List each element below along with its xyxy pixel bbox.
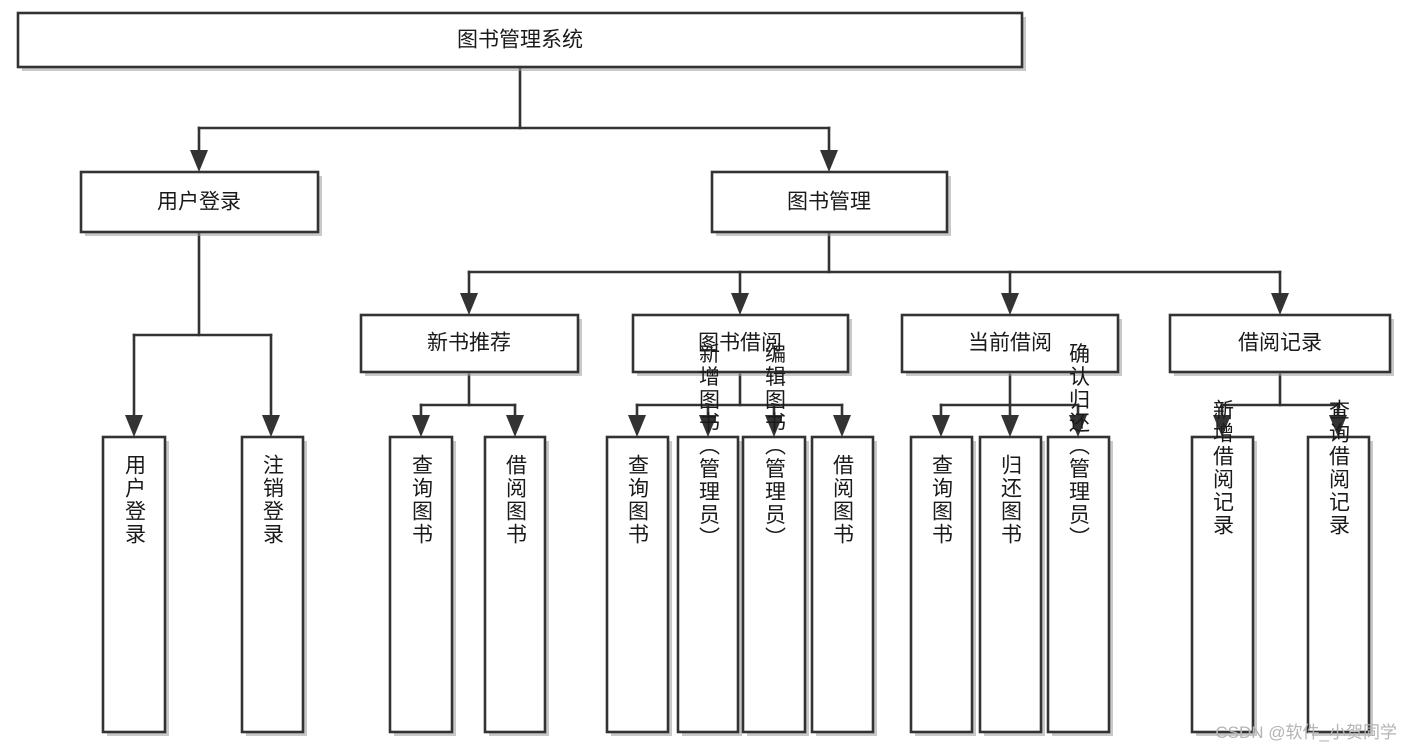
node-leaf-query-record-box: [1306, 435, 1371, 734]
node-root-label: 图书管理系统: [457, 29, 583, 52]
node-leaf-edit-book-box: [741, 435, 807, 734]
node-leaf-add-book-box: [676, 435, 740, 734]
arrowhead-book-borrow: [731, 293, 749, 315]
arrowhead-leaf-confirm-return: [1069, 415, 1087, 437]
node-current-borrow-label: 当前借阅: [968, 332, 1052, 355]
node-leaf-confirm-return[interactable]: 确认归还（管理员）: [1046, 343, 1113, 737]
node-leaf-borrow-book-2-label: 借阅图书: [831, 454, 855, 546]
node-book-borrow-box: [631, 313, 850, 374]
node-user-login-box: [79, 170, 320, 234]
node-leaf-borrow-book-1-box: [483, 435, 547, 734]
node-book-manage-box: [710, 170, 949, 234]
node-leaf-confirm-return-box: [1046, 435, 1111, 734]
node-leaf-query-record-label: 查询借阅记录: [1327, 399, 1351, 537]
node-borrow-record-label: 借阅记录: [1238, 332, 1322, 355]
node-leaf-logout-label: 注销登录: [261, 454, 285, 546]
edge-layer: [125, 65, 1347, 437]
node-leaf-add-record-label: 新增借阅记录: [1211, 399, 1235, 537]
node-leaf-edit-book[interactable]: 编辑图书（管理员）: [741, 343, 809, 737]
node-leaf-query-book-2-box: [605, 435, 670, 734]
node-book-manage[interactable]: 图书管理: [710, 170, 951, 236]
arrowhead-current-borrow: [1001, 293, 1019, 315]
node-leaf-query-book-2-label: 查询图书: [626, 454, 650, 546]
node-leaf-query-book-1[interactable]: 查询图书: [388, 435, 456, 736]
arrowhead-leaf-user-login: [125, 415, 143, 437]
node-leaf-add-record[interactable]: 新增借阅记录: [1190, 399, 1257, 736]
arrowhead-leaf-add-book: [699, 415, 717, 437]
node-leaf-user-login-box: [101, 435, 167, 734]
node-leaf-borrow-book-1[interactable]: 借阅图书: [483, 435, 549, 736]
arrowhead-leaf-borrow-book-2: [833, 415, 851, 437]
arrowhead-leaf-query-book-3: [932, 415, 950, 437]
arrowhead-leaf-logout: [262, 415, 280, 437]
arrowhead-leaf-add-record: [1213, 415, 1231, 437]
node-leaf-confirm-return-label: 确认归还（管理员）: [1067, 343, 1091, 550]
node-book-manage-label: 图书管理: [787, 191, 871, 214]
arrowhead-leaf-return-book: [1001, 415, 1019, 437]
node-leaf-query-book-1-label: 查询图书: [410, 454, 434, 546]
arrowhead-leaf-query-record: [1329, 415, 1347, 437]
node-new-book-rec-label: 新书推荐: [427, 332, 511, 355]
node-borrow-record[interactable]: 借阅记录: [1168, 313, 1394, 376]
node-leaf-query-book-3-label: 查询图书: [930, 454, 954, 546]
node-leaf-return-book[interactable]: 归还图书: [978, 435, 1045, 736]
arrowhead-leaf-edit-book: [765, 415, 783, 437]
node-book-borrow[interactable]: 图书借阅: [631, 313, 852, 376]
node-leaf-borrow-book-2-box: [810, 435, 875, 734]
arrowhead-book-manage: [820, 150, 838, 172]
node-user-login-label: 用户登录: [157, 191, 241, 214]
node-user-login[interactable]: 用户登录: [79, 170, 322, 236]
node-borrow-record-box: [1168, 313, 1392, 374]
node-leaf-add-book[interactable]: 新增图书（管理员）: [676, 343, 742, 737]
node-leaf-query-book-2[interactable]: 查询图书: [605, 435, 672, 736]
node-leaf-add-book-label: 新增图书（管理员）: [697, 343, 721, 550]
arrowhead-leaf-borrow-book-1: [506, 415, 524, 437]
node-current-borrow[interactable]: 当前借阅: [900, 313, 1122, 376]
node-leaf-edit-book-label: 编辑图书（管理员）: [763, 343, 787, 550]
node-leaf-query-book-1-box: [388, 435, 454, 734]
node-leaf-query-book-3-box: [909, 435, 974, 734]
node-leaf-borrow-book-1-label: 借阅图书: [504, 454, 528, 546]
arrowhead-leaf-query-book-1: [412, 415, 430, 437]
node-current-borrow-box: [900, 313, 1120, 374]
arrowhead-new-book-rec: [460, 293, 478, 315]
node-book-borrow-label: 图书借阅: [698, 332, 782, 355]
node-leaf-return-book-box: [978, 435, 1043, 734]
arrowhead-borrow-record: [1271, 293, 1289, 315]
node-leaf-query-book-3[interactable]: 查询图书: [909, 435, 976, 736]
node-new-book-rec-box: [359, 313, 580, 374]
node-leaf-return-book-label: 归还图书: [999, 454, 1023, 546]
node-leaf-add-record-box: [1190, 435, 1255, 734]
node-root-box: [16, 11, 1024, 69]
node-leaf-logout-box: [240, 435, 305, 734]
node-leaf-user-login-label: 用户登录: [123, 454, 147, 546]
node-leaf-user-login[interactable]: 用户登录: [101, 435, 169, 736]
arrowhead-leaf-query-book-2: [628, 415, 646, 437]
node-leaf-borrow-book-2[interactable]: 借阅图书: [810, 435, 877, 736]
arrowhead-user-login: [190, 150, 208, 172]
node-root[interactable]: 图书管理系统: [16, 11, 1026, 71]
node-new-book-rec[interactable]: 新书推荐: [359, 313, 582, 376]
node-leaf-logout[interactable]: 注销登录: [240, 435, 307, 736]
node-leaf-query-record[interactable]: 查询借阅记录: [1306, 399, 1373, 736]
